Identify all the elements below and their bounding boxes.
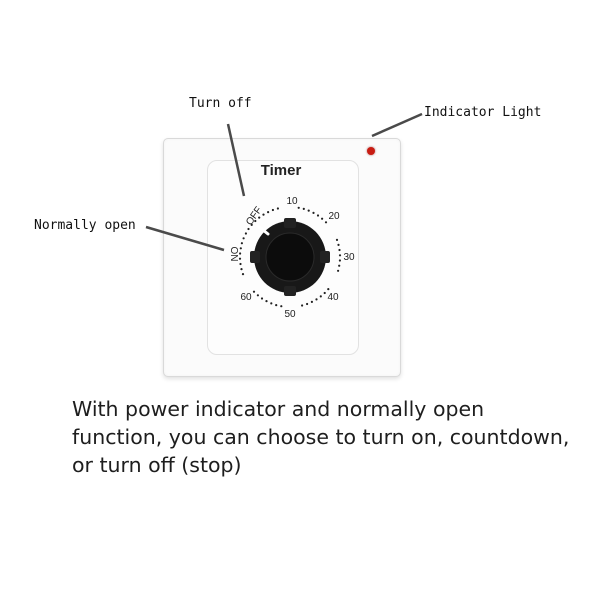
dial-dot xyxy=(267,211,270,214)
dial-dot xyxy=(337,269,340,272)
dial-dot xyxy=(323,291,326,295)
dial-label-30: 30 xyxy=(343,252,355,263)
indicator-light-callout-label: Indicator Light xyxy=(424,105,542,120)
dial-label-60: 60 xyxy=(240,292,252,303)
dial-dot xyxy=(301,304,304,307)
timer-knob[interactable] xyxy=(250,218,330,296)
dial-dot xyxy=(254,219,257,223)
dial-dot xyxy=(239,247,242,250)
dial-dot xyxy=(271,208,274,212)
normally-open-callout-line xyxy=(145,225,225,252)
dial-dot xyxy=(239,262,242,266)
dial-dot xyxy=(241,273,245,276)
dial-label-40: 40 xyxy=(327,292,339,303)
dial-dot xyxy=(315,298,318,301)
dial-dot xyxy=(327,288,330,291)
dial-dot xyxy=(270,302,273,305)
dial-dot xyxy=(338,248,341,252)
dial-dot xyxy=(338,259,341,262)
dial-dot xyxy=(335,238,339,241)
dial-dot xyxy=(239,252,242,255)
dial-dot xyxy=(258,216,261,219)
dial-dot xyxy=(260,297,264,300)
dial-dot xyxy=(247,227,250,231)
dial-dot xyxy=(310,300,313,303)
dial-label-20: 20 xyxy=(328,211,340,222)
dial-dot xyxy=(250,223,253,226)
dial-dot xyxy=(276,207,279,210)
dial-dot xyxy=(316,214,320,217)
dial-dot xyxy=(256,294,259,297)
timer-title: Timer xyxy=(260,162,302,179)
dial-label-on: ON xyxy=(228,247,239,262)
dial-dot xyxy=(240,242,243,245)
dial-dot xyxy=(280,305,283,308)
dial-dot xyxy=(240,268,243,271)
dial-dot xyxy=(321,217,324,220)
dial-dot xyxy=(252,290,256,293)
dial-dot xyxy=(302,207,305,210)
dial-dot xyxy=(338,264,341,267)
dial-dot xyxy=(337,243,340,246)
dial-dot xyxy=(265,300,268,303)
dial-dot xyxy=(319,295,322,298)
dial-label-off: OFF xyxy=(244,205,264,228)
knob-pointer-mark xyxy=(256,224,270,236)
dial-dot xyxy=(244,232,247,235)
dial-label-10: 10 xyxy=(286,196,298,207)
dial-dot xyxy=(242,237,245,240)
dial-dot xyxy=(306,302,309,306)
dial-dot xyxy=(262,213,265,216)
dial-label-50: 50 xyxy=(284,309,296,320)
turn-off-callout-label: Turn off xyxy=(189,96,252,111)
normally-open-callout-label: Normally open xyxy=(34,218,136,233)
turn-off-callout-line xyxy=(226,123,246,197)
indicator-light xyxy=(367,147,375,155)
dial-dot xyxy=(307,209,310,212)
dial-dot xyxy=(324,221,328,224)
dial-dots xyxy=(238,206,342,308)
dial-dot xyxy=(297,206,300,209)
dial-dot xyxy=(275,304,278,307)
description-caption: With power indicator and normally open f… xyxy=(72,397,570,477)
dial-dot xyxy=(338,254,342,257)
dial-dot xyxy=(238,257,242,260)
indicator-callout-line xyxy=(371,112,423,138)
dial-dot xyxy=(312,211,315,214)
